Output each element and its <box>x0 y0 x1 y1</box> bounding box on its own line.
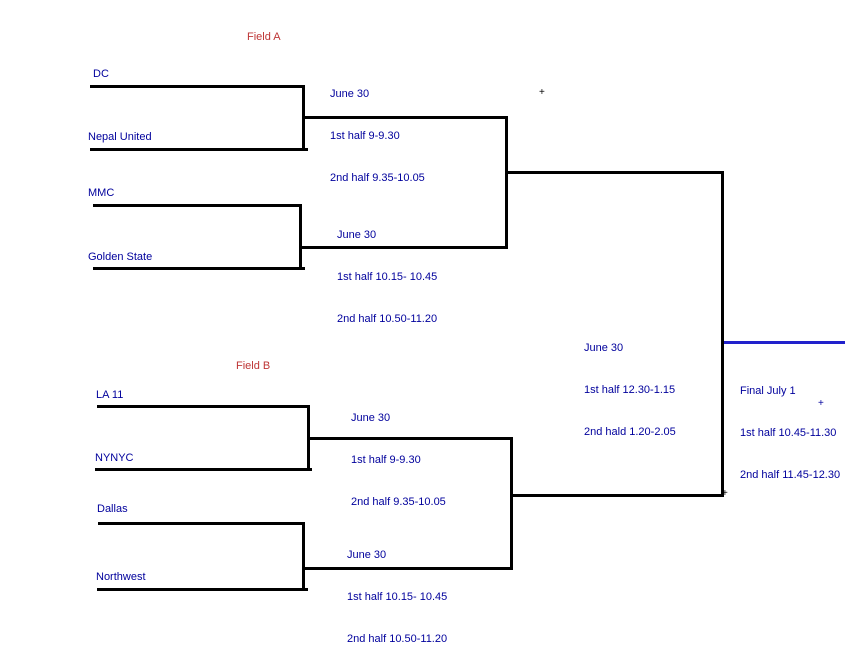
match-a1-date: June 30 <box>330 88 370 100</box>
match-a2-second-half: 2nd half 10.50-11.20 <box>337 313 438 325</box>
team-golden-state: Golden State <box>88 251 153 263</box>
connector-b2-winner-line <box>302 567 513 570</box>
team-la-11: LA 11 <box>96 389 124 401</box>
match-semifinal-second-half: 2nd hald 1.20-2.05 <box>584 426 676 438</box>
match-a2-date: June 30 <box>337 229 377 241</box>
connector-a2-bottom-line <box>93 267 305 270</box>
match-b2-schedule: June 30 1st half 10.15- 10.45 2nd half 1… <box>347 520 447 652</box>
match-a2-schedule: June 30 1st half 10.15- 10.45 2nd half 1… <box>337 200 437 354</box>
team-nepal-united: Nepal United <box>88 131 152 143</box>
connector-a2-winner-line <box>299 246 508 249</box>
field-b-label: Field B <box>236 360 271 372</box>
match-b2-date: June 30 <box>347 549 387 561</box>
connector-final-vertical <box>721 171 724 497</box>
team-dallas: Dallas <box>97 503 128 515</box>
match-b1-schedule: June 30 1st half 9-9.30 2nd half 9.35-10… <box>351 383 446 537</box>
match-a1-second-half: 2nd half 9.35-10.05 <box>330 172 425 184</box>
connector-b1-top-line <box>97 405 310 408</box>
connector-semifinal-a-winner-line <box>505 171 724 174</box>
field-a-label: Field A <box>247 31 281 43</box>
connector-final-winner-line <box>724 341 845 344</box>
plus-marker-top: + <box>539 87 545 98</box>
connector-b2-top-line <box>98 522 305 525</box>
team-nynyc: NYNYC <box>95 452 134 464</box>
connector-b1-bottom-line <box>95 468 312 471</box>
connector-a1-winner-line <box>302 116 508 119</box>
match-semifinal-schedule: June 30 1st half 12.30-1.15 2nd hald 1.2… <box>584 313 676 467</box>
connector-a1-bottom-line <box>90 148 308 151</box>
match-b1-second-half: 2nd half 9.35-10.05 <box>351 496 446 508</box>
match-final-first-half: 1st half 10.45-11.30 <box>740 427 837 439</box>
match-b1-date: June 30 <box>351 412 391 424</box>
match-b2-second-half: 2nd half 10.50-11.20 <box>347 633 448 645</box>
match-b2-first-half: 1st half 10.15- 10.45 <box>347 591 448 603</box>
match-final-schedule: Final July 1 1st half 10.45-11.30 2nd ha… <box>740 356 840 510</box>
connector-semifinal-b-vertical <box>510 437 513 570</box>
connector-a2-vertical <box>299 204 302 270</box>
connector-a1-top-line <box>90 85 305 88</box>
match-final-second-half: 2nd half 11.45-12.30 <box>740 469 841 481</box>
connector-b1-winner-line <box>307 437 513 440</box>
match-b1-first-half: 1st half 9-9.30 <box>351 454 421 466</box>
connector-b2-vertical <box>302 522 305 591</box>
match-final-date: Final July 1 <box>740 385 796 397</box>
plus-marker-junction: + <box>722 488 728 499</box>
match-a1-schedule: June 30 1st half 9-9.30 2nd half 9.35-10… <box>330 59 425 213</box>
connector-a2-top-line <box>93 204 302 207</box>
match-semifinal-first-half: 1st half 12.30-1.15 <box>584 384 676 396</box>
match-a2-first-half: 1st half 10.15- 10.45 <box>337 271 438 283</box>
team-northwest: Northwest <box>96 571 146 583</box>
connector-b2-bottom-line <box>97 588 308 591</box>
match-semifinal-date: June 30 <box>584 342 624 354</box>
team-dc: DC <box>93 68 109 80</box>
team-mmc: MMC <box>88 187 115 199</box>
match-a1-first-half: 1st half 9-9.30 <box>330 130 400 142</box>
connector-semifinal-b-winner-line <box>510 494 724 497</box>
plus-marker-final: + <box>818 398 824 409</box>
connector-semifinal-a-vertical <box>505 116 508 249</box>
